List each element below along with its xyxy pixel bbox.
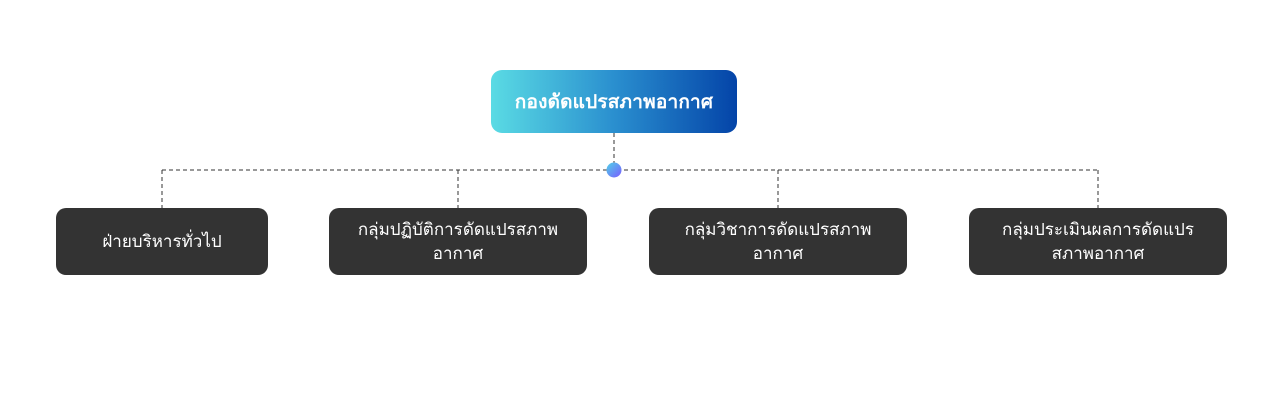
child-node-label: กลุ่มวิชาการดัดแปรสภาพอากาศ — [684, 219, 872, 264]
child-node-general-administration[interactable]: ฝ่ายบริหารทั่วไป — [56, 208, 268, 275]
child-node-evaluation-group[interactable]: กลุ่มประเมินผลการดัดแปรสภาพอากาศ — [969, 208, 1227, 275]
root-node[interactable]: กองดัดแปรสภาพอากาศ — [491, 70, 737, 133]
child-node-label: กลุ่มปฏิบัติการดัดแปรสภาพอากาศ — [357, 219, 559, 264]
junction-dot — [606, 162, 622, 178]
root-node-label: กองดัดแปรสภาพอากาศ — [514, 90, 714, 113]
child-node-label: กลุ่มประเมินผลการดัดแปรสภาพอากาศ — [1002, 219, 1194, 264]
child-node-academic-group[interactable]: กลุ่มวิชาการดัดแปรสภาพอากาศ — [649, 208, 907, 275]
child-node-label: ฝ่ายบริหารทั่วไป — [102, 231, 222, 252]
child-node-operations-group[interactable]: กลุ่มปฏิบัติการดัดแปรสภาพอากาศ — [329, 208, 587, 275]
